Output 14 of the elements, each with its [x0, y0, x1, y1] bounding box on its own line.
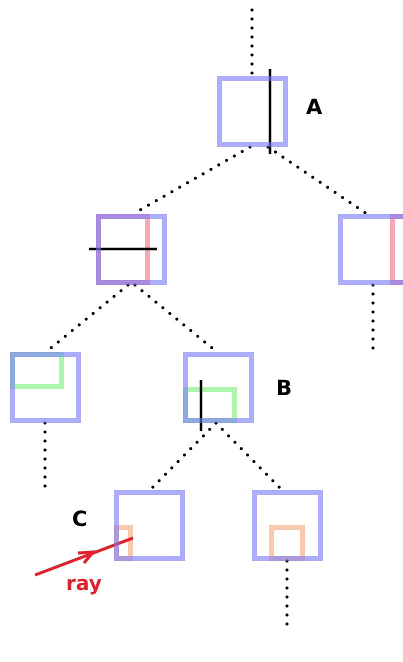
- bounding-box: [338, 214, 403, 285]
- bounding-box: [252, 490, 323, 561]
- bounding-box: [183, 352, 254, 423]
- bounding-box: [217, 76, 288, 147]
- bounding-box: [114, 490, 185, 561]
- ray-label: ray: [66, 573, 102, 593]
- dotted-edge: [266, 146, 368, 216]
- node-letter: C: [72, 509, 88, 530]
- bounding-box: [96, 214, 167, 285]
- dotted-edge: [214, 422, 284, 492]
- bounding-box: [10, 352, 81, 423]
- node-letter: A: [306, 97, 322, 118]
- dotted-edge: [250, 8, 254, 78]
- node-letter: B: [276, 378, 292, 399]
